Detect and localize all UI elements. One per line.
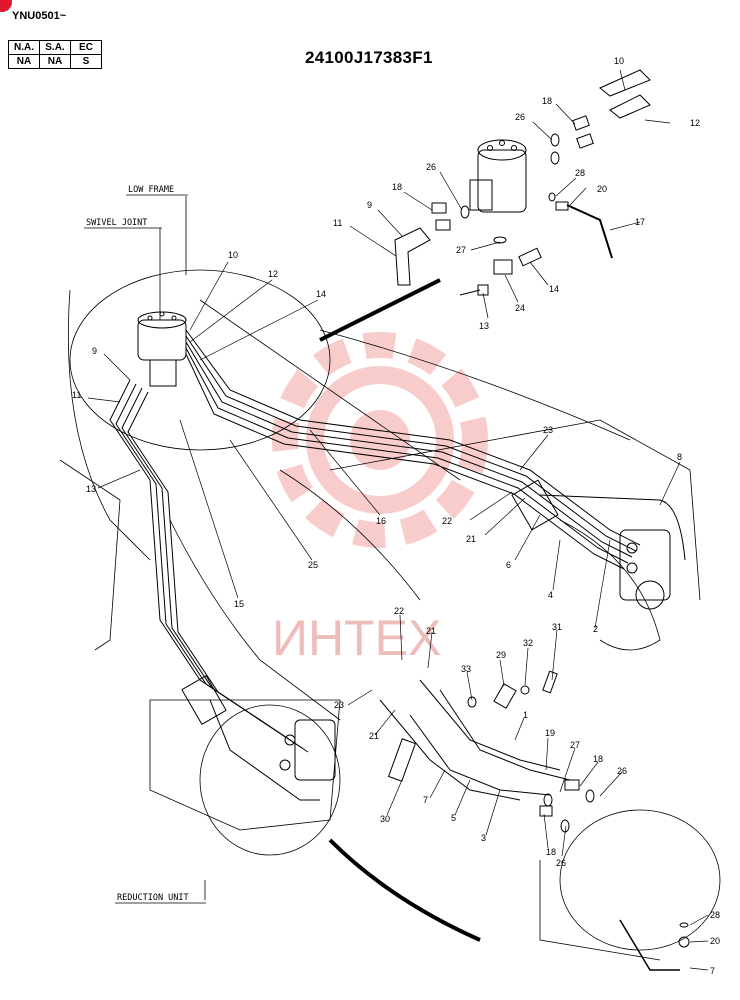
callout-label: 9 [92,346,97,356]
callout-label: 23 [334,700,344,710]
section-divider [328,838,481,942]
callout-label: 28 [575,168,585,178]
callout-label: 26 [426,162,436,172]
o-ring [679,922,689,928]
callout-label: 13 [86,484,96,494]
frame-outline [59,269,721,961]
callout-label: 27 [570,740,580,750]
callout-label: 18 [546,847,556,857]
region-code-table: N.A. S.A. EC NA NA S [8,40,102,69]
callout-label: 25 [308,560,318,570]
callout-label: 18 [542,96,552,106]
callout-label: 22 [442,516,452,526]
caption-low-frame: LOW FRAME [128,185,174,195]
pipe-clamp [511,479,559,531]
callout-label: 29 [496,650,506,660]
callout-label: 28 [710,910,720,920]
callout-label: 9 [367,200,372,210]
callout-label: 23 [543,425,553,435]
callout-label: 30 [380,814,390,824]
callout-label: 26 [515,112,525,122]
model-code: YNU0501~ [12,10,67,22]
code-cell: S [70,54,102,69]
callout-label: 7 [710,966,715,976]
swivel-joint-assembly [137,311,187,387]
callout-label: 22 [394,606,404,616]
pipe-clamp [181,674,227,726]
callout-label: 11 [72,390,81,400]
swivel-joint-exploded [469,139,527,213]
callout-label: 14 [549,284,559,294]
callout-label: 17 [635,217,645,227]
callout-label: 8 [677,452,682,462]
callout-label: 14 [316,289,326,299]
callout-label: 2 [593,624,598,634]
exploded-pipes [379,670,595,833]
callout-label: 7 [423,795,428,805]
callout-label: 6 [506,560,511,570]
callout-label: 12 [268,269,278,279]
callout-label: 13 [479,321,489,331]
callout-label: 21 [466,534,476,544]
callout-label: 18 [593,754,603,764]
exploded-fittings [394,69,651,296]
section-divider [319,278,441,342]
reduction-motor-left [279,719,336,781]
callout-label: 21 [426,626,436,636]
callout-label: 33 [461,664,471,674]
hydraulic-pipe-bundle [109,379,320,801]
callout-label: 5 [451,813,456,823]
callout-label: 10 [614,56,624,66]
callout-label: 20 [597,184,607,194]
callout-leaders [87,69,709,971]
callout-label: 31 [552,622,562,632]
callout-label: 20 [710,936,720,946]
callout-label: 1 [523,710,528,720]
watermark-text: ИНТЕХ [272,610,441,666]
callout-label: 18 [392,182,402,192]
callout-label: 3 [481,833,486,843]
callout-label: 24 [515,303,525,313]
travel-motor-right [619,529,671,610]
callout-label: 10 [228,250,238,260]
callout-label: 4 [548,590,553,600]
caption-leaders [159,196,206,900]
callout-label: 15 [234,599,244,609]
code-cell: NA [39,54,71,69]
callout-label: 26 [556,858,566,868]
callout-label: 11 [333,218,342,228]
caption-swivel-joint: SWIVEL JOINT [86,218,147,228]
callout-label: 16 [376,516,386,526]
callout-label: 27 [456,245,466,255]
part-number-title: 24100J17383F1 [305,48,433,67]
callout-label: 21 [369,731,379,741]
corner-badge [0,0,12,12]
fitting [678,936,690,948]
caption-reduction-unit: REDUCTION UNIT [117,893,189,903]
callout-label: 32 [523,638,533,648]
drain-pipe [619,919,680,971]
callout-numbers: 10 12 14 9 11 13 15 25 16 23 22 21 6 4 2… [72,56,720,976]
hydraulic-pipe-bundle [185,329,686,570]
callout-label: 19 [545,728,555,738]
callout-label: 12 [690,118,700,128]
callout-label: 26 [617,766,627,776]
